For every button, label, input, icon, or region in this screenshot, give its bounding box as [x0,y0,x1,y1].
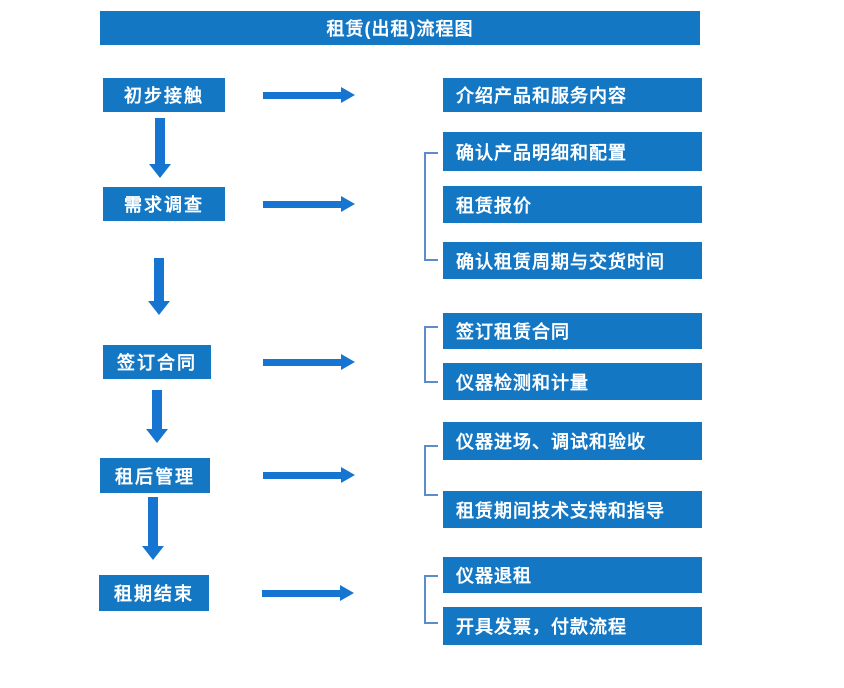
right-arrow-2 [263,196,355,212]
bracket-group-5 [424,575,438,624]
arrow-shaft [263,201,342,208]
arrow-shaft [263,92,342,99]
bracket-group-2 [424,152,438,261]
output-box-instrument-inspection: 仪器检测和计量 [443,363,702,400]
down-arrow-4 [142,497,164,560]
right-arrow-1 [263,87,355,103]
arrow-shaft [155,118,165,165]
right-arrow-4 [263,467,355,483]
output-box-introduce-products: 介绍产品和服务内容 [443,78,702,112]
arrow-shaft [148,497,158,547]
step-box-initial-contact: 初步接触 [103,78,225,112]
step-box-sign-contract: 签订合同 [103,345,211,379]
arrow-shaft [262,590,341,597]
arrow-shaft [263,359,342,366]
arrow-head-icon [341,196,355,212]
bracket-group-3 [424,326,438,383]
output-box-confirm-product-details: 确认产品明细和配置 [443,132,702,171]
arrow-head-icon [341,354,355,370]
step-box-demand-survey: 需求调查 [103,187,225,221]
down-arrow-3 [146,390,168,443]
down-arrow-2 [148,258,170,315]
arrow-head-icon [149,164,171,178]
output-box-confirm-rental-period: 确认租赁周期与交货时间 [443,242,702,279]
step-box-rental-end: 租期结束 [99,575,209,611]
arrow-head-icon [142,546,164,560]
output-box-sign-rental-contract: 签订租赁合同 [443,313,702,349]
arrow-shaft [154,258,164,302]
right-arrow-5 [262,585,354,601]
arrow-shaft [152,390,162,430]
arrow-shaft [263,472,342,479]
output-box-instrument-return: 仪器退租 [443,557,702,593]
arrow-head-icon [148,301,170,315]
output-box-technical-support: 租赁期间技术支持和指导 [443,491,702,528]
diagram-title: 租赁(出租)流程图 [100,11,700,45]
output-box-instrument-setup-acceptance: 仪器进场、调试和验收 [443,422,702,460]
arrow-head-icon [341,87,355,103]
bracket-group-4 [424,445,438,496]
output-box-invoice-payment: 开具发票，付款流程 [443,607,702,645]
right-arrow-3 [263,354,355,370]
output-box-rental-quotation: 租赁报价 [443,186,702,223]
down-arrow-1 [149,118,171,178]
arrow-head-icon [341,467,355,483]
arrow-head-icon [146,429,168,443]
arrow-head-icon [340,585,354,601]
step-box-post-rental-management: 租后管理 [100,458,210,493]
